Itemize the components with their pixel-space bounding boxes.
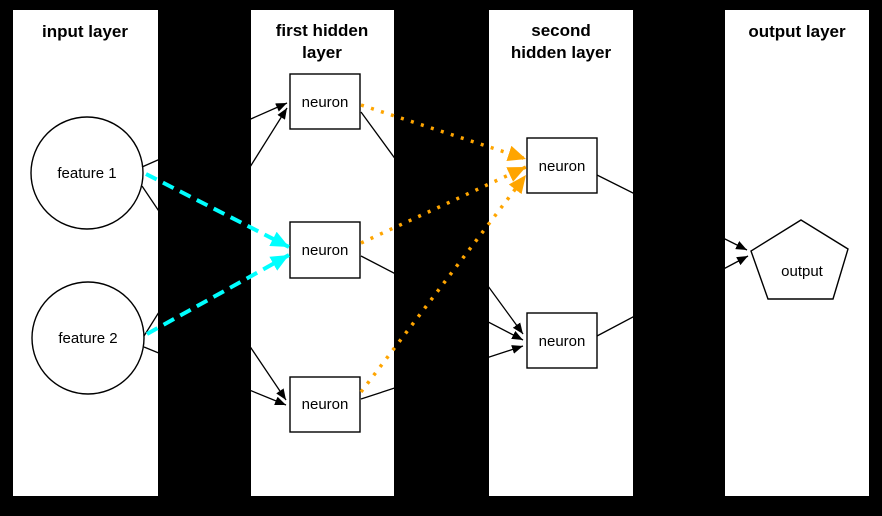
hidden1-neuron-bottom-node	[289, 376, 361, 433]
second-hidden-layer-panel	[489, 10, 633, 496]
edge-feature1-to-hidden1-top	[141, 102, 288, 168]
edge-hidden1-bottom-to-hidden2-bottom	[360, 345, 524, 400]
edge-feature2-to-hidden1-top	[143, 107, 288, 337]
hidden2-neuron-top-label: neuron	[539, 158, 586, 175]
input-layer-title: input layer	[42, 22, 128, 41]
edge-feature2-to-hidden1-middle-cyan	[146, 253, 290, 336]
output-layer-title: output layer	[748, 22, 846, 41]
first-hidden-layer-title-line2: layer	[302, 43, 342, 62]
output-label: output	[781, 263, 824, 280]
second-hidden-layer-title-line2: hidden layer	[511, 43, 612, 62]
edge-hidden1-middle-to-hidden2-bottom	[360, 255, 524, 341]
first-hidden-layer-title-line1: first hidden	[276, 21, 369, 40]
hidden1-neuron-middle-label: neuron	[302, 242, 349, 259]
input-layer-panel	[13, 10, 158, 496]
feature-2-label: feature 2	[58, 330, 117, 347]
hidden2-neuron-top-node	[526, 137, 598, 194]
hidden1-neuron-top-label: neuron	[302, 94, 349, 111]
edge-hidden1-top-to-hidden2-top-orange	[360, 103, 527, 162]
feature-1-node	[30, 116, 144, 230]
hidden2-neuron-bottom-node	[526, 312, 598, 369]
edge-hidden2-top-to-output	[596, 174, 748, 251]
edge-feature1-to-hidden1-middle-cyan	[145, 172, 290, 249]
hidden1-neuron-middle-node	[289, 221, 361, 279]
hidden1-neuron-bottom-label: neuron	[302, 396, 349, 413]
feature-2-node	[31, 281, 145, 395]
edge-feature2-to-hidden1-bottom	[143, 346, 287, 406]
edge-hidden2-bottom-to-output	[596, 255, 749, 337]
hidden1-neuron-top-node	[289, 73, 361, 130]
edge-feature1-to-hidden1-bottom	[141, 185, 287, 401]
feature-1-label: feature 1	[57, 165, 116, 182]
output-node	[750, 219, 849, 300]
hidden2-neuron-bottom-label: neuron	[539, 333, 586, 350]
second-hidden-layer-title-line1: second	[531, 21, 591, 40]
edge-hidden1-top-to-hidden2-bottom	[360, 111, 524, 335]
